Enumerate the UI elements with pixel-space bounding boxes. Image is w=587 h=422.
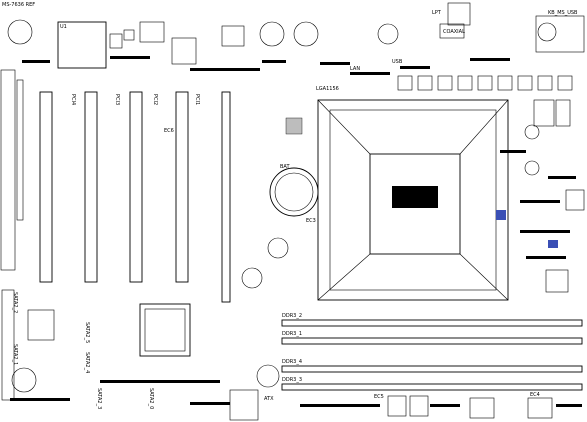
pci-slot-3 [84,91,98,283]
coaxial-label: COAXIAL [443,29,465,35]
pci-slot-2 [129,91,143,283]
ddr-slot-label-1: DDR3_1 [282,331,302,337]
left-header [0,69,16,271]
sata-stack [1,289,15,401]
lan-label: LAN [350,66,360,72]
sata-label-1: SATA2_1 [12,344,18,365]
capacitor [377,23,399,45]
cpu-socket [317,99,509,301]
sata-label-4: SATA2_4 [84,352,90,373]
pci-slot-label-2: PCI2 [152,94,158,105]
lpt-label: LPT [432,10,442,16]
dimm-slot-ddr3-4 [281,365,583,373]
dimm-slot-ddr3-2 [281,319,583,327]
ec3-label: EC3 [306,218,316,224]
chipset [139,303,191,357]
ddr-slot-label-2: DDR3_2 [282,313,302,319]
ddr-slot-label-3: DDR3_3 [282,377,302,383]
ec4-label: EC4 [530,392,540,398]
sata-label-3: SATA2_3 [96,388,102,409]
cpu-socket-label: LGA1156 [316,86,339,92]
pci-slot-1 [175,91,189,283]
top-component-rows [22,56,510,75]
pci-slot-label-3: PCI3 [114,94,120,105]
pcie-slot [221,91,231,303]
board-model-label: MS-7636 REF [2,2,35,8]
usb-label: USB [392,59,403,65]
gray-component [285,117,303,135]
sata-label-0: SATA2_0 [148,388,154,409]
lpt-connector: LPT [432,2,471,26]
dimm-slot-ddr3-3 [281,383,583,391]
kb-ms-usb-connector [535,15,585,53]
atx-label: ATX [264,396,274,402]
sata-label-2: SATA2_2 [12,292,18,313]
ec5-label: EC5 [374,394,384,400]
pci-slots [39,91,231,303]
coaxial-connector: COAXIAL [439,23,465,39]
dimm-slot-ddr3-1 [281,337,583,345]
pci-slot-label-1: PCI1 [194,94,200,105]
bottom-component-rows [10,380,582,407]
blue-component [548,240,558,248]
capacitor [7,19,33,45]
capacitor [293,21,319,47]
right-side-components [500,150,576,259]
memory-slots [281,319,583,391]
kb-ms-usb-label: KB_MS_USB [548,10,578,16]
ddr-slot-label-4: DDR3_4 [282,359,302,365]
pci-slot-label-4: PCI4 [70,94,76,105]
sata-label-5: SATA2_5 [84,322,90,343]
pci-slot-4 [39,91,53,283]
u1-label: U1 [60,24,67,30]
super-io-chip [57,21,107,69]
bat-label: BAT [280,164,290,170]
capacitor [537,22,557,42]
capacitor [259,21,285,47]
cpu-die-area [369,153,461,255]
vrm-inductors [397,75,573,91]
cmos-battery [269,167,319,217]
ec6-label: EC6 [164,128,174,134]
blue-component [496,210,506,220]
